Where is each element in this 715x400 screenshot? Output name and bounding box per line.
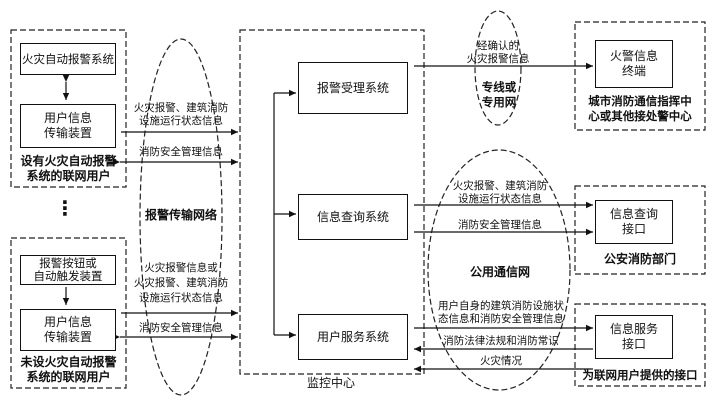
left-group1-caption: 设有火灾自动报警 系统的联网用户 [20,154,117,183]
left-bottom-status-label: 火灾报警信息或 火灾报警、建筑消防 设施运行状态信息 [133,262,229,304]
confirmed-alarm-label: 经确认的 火灾报警信息 [466,40,530,65]
alarm-system-box: 报警受理系统 [298,62,408,114]
center-frame [239,29,425,375]
service-law-label: 消防法律法规和消防常识 [443,335,559,347]
left-group2-caption: 未设火灾自动报警 系统的联网用户 [20,355,117,384]
service-self-info-label: 用户自身的建筑消防设施状 态信息和消防安全管理信息 [438,300,564,325]
query-system-box: 信息查询系统 [298,194,408,240]
user-info-device-box-2: 用户信息 传输装置 [20,309,116,351]
query-interface-box: 信息查询 接口 [595,200,673,244]
left-bottom-mgmt-label: 消防安全管理信息 [139,322,223,334]
alarm-network-ellipse [139,38,223,396]
right-bottom-frame [574,303,706,387]
dedicated-network-ellipse [474,10,522,126]
fire-alarm-system-box: 火灾自动报警系统 [20,43,116,75]
right-mid-frame [574,185,706,275]
query-mgmt-label: 消防安全管理信息 [458,219,542,231]
service-interface-caption: 为联网用户提供的接口 [582,368,698,382]
alarm-button-box: 报警按钮或 自动触发装置 [20,255,116,285]
fire-terminal-caption: 城市消防通信指挥中 心或其他接处警中心 [588,94,692,123]
left-top-mgmt-label: 消防安全管理信息 [139,146,223,158]
user-info-device-box-1: 用户信息 传输装置 [20,104,116,148]
alarm-network-label: 报警传输网络 [144,208,217,222]
public-network-label: 公用通信网 [469,265,530,279]
fire-terminal-box: 火警信息 终端 [595,40,673,88]
query-interface-caption: 公安消防部门 [603,252,676,266]
dedicated-line-label: 专线或 专用网 [481,80,517,109]
right-top-frame [574,21,706,131]
service-fire-label: 火灾情况 [480,355,522,367]
service-system-box: 用户服务系统 [298,314,408,360]
left-group-top-frame [10,29,127,188]
public-network-ellipse [427,149,571,391]
left-top-status-label: 火灾报警、建筑消防 设施运行状态信息 [133,102,229,127]
monitoring-center-caption: 监控中心 [306,376,355,390]
ellipsis-icon: ⋮ [55,196,75,220]
service-interface-box: 信息服务 接口 [595,315,673,359]
query-status-label: 火灾报警、建筑消防 设施运行状态信息 [452,180,548,205]
